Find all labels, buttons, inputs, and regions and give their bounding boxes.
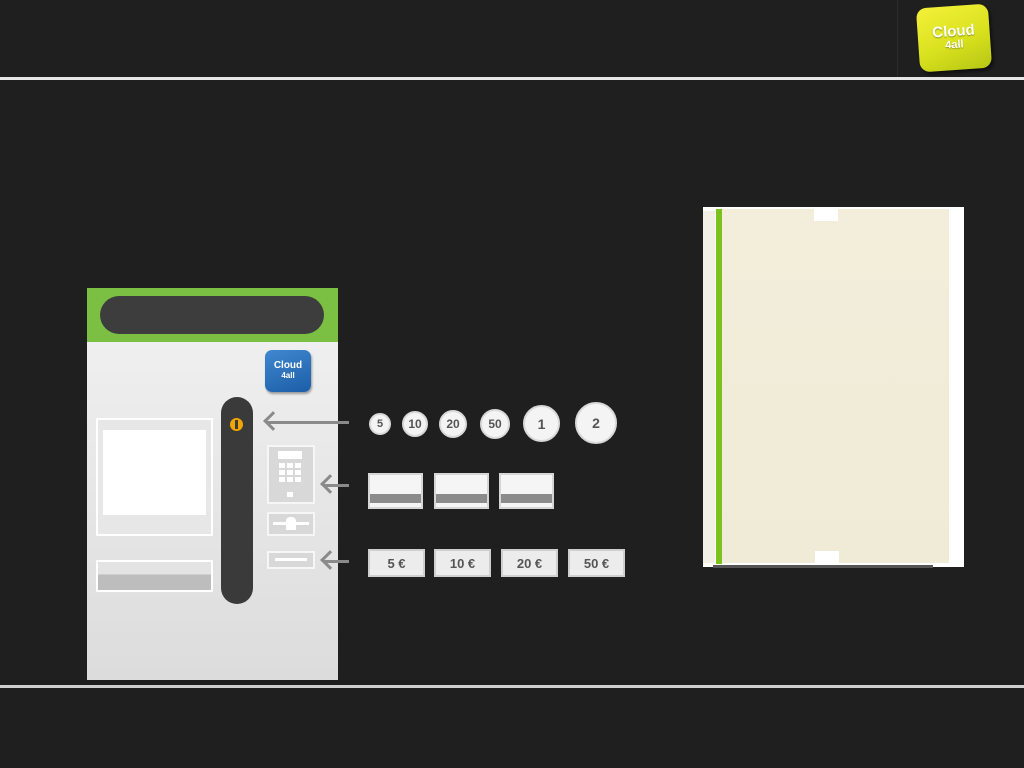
logo-divider <box>897 0 898 77</box>
machine-header <box>87 288 338 342</box>
cloud4all-logo: Cloud 4all <box>915 3 993 73</box>
machine-body: Cloud 4all <box>87 342 338 680</box>
ticket-machine: Cloud 4all <box>87 288 338 680</box>
notepad-clip-bottom <box>815 551 839 564</box>
notepad-paper[interactable] <box>718 209 949 563</box>
banknote-50-euro[interactable]: 50 € <box>568 549 625 577</box>
keypad-screen <box>278 451 302 459</box>
payment-card[interactable] <box>434 473 489 509</box>
card-stripe <box>370 494 421 503</box>
payment-card[interactable] <box>368 473 423 509</box>
card-stripe <box>501 494 552 503</box>
keypad-key-zero <box>287 492 293 497</box>
logo-text-main: Cloud <box>931 21 976 42</box>
coin-slot-panel <box>221 397 253 604</box>
arrow-left-icon <box>324 560 349 563</box>
machine-screen[interactable] <box>96 418 213 536</box>
logo-text-sub: 4all <box>944 38 965 52</box>
machine-display <box>100 296 324 334</box>
machine-logo-text-sub: 4all <box>281 371 295 380</box>
notepad-page-edge <box>703 211 715 563</box>
footer-divider <box>0 685 1024 688</box>
banknote-20-euro[interactable]: 20 € <box>501 549 558 577</box>
coin-10-cent[interactable]: 10 <box>402 411 428 437</box>
arrow-left-icon <box>267 421 349 424</box>
coin-slot-icon[interactable] <box>230 418 243 431</box>
coin-5-cent[interactable]: 5 <box>369 413 391 435</box>
ticket-tray[interactable] <box>96 560 213 592</box>
arrow-left-icon <box>324 484 349 487</box>
machine-logo: Cloud 4all <box>265 350 311 392</box>
coin-50-cent[interactable]: 50 <box>480 409 510 439</box>
card-stripe <box>436 494 487 503</box>
banknote-10-euro[interactable]: 10 € <box>434 549 491 577</box>
header-divider <box>0 77 1024 80</box>
keypad-keys <box>279 463 303 482</box>
notepad <box>703 207 964 567</box>
payment-card[interactable] <box>499 473 554 509</box>
banknote-5-euro[interactable]: 5 € <box>368 549 425 577</box>
keypad-icon[interactable] <box>267 445 315 504</box>
notepad-clip-top <box>814 209 838 221</box>
notepad-shadow <box>713 565 933 568</box>
banknote-slot-icon[interactable] <box>267 551 315 569</box>
coin-2-euro[interactable]: 2 <box>575 402 617 444</box>
coin-1-euro[interactable]: 1 <box>523 405 560 442</box>
machine-logo-text-main: Cloud <box>273 360 303 371</box>
coin-20-cent[interactable]: 20 <box>439 410 467 438</box>
machine-screen-display <box>103 430 206 515</box>
notepad-spine <box>716 209 722 564</box>
card-slot-icon[interactable] <box>267 512 315 536</box>
